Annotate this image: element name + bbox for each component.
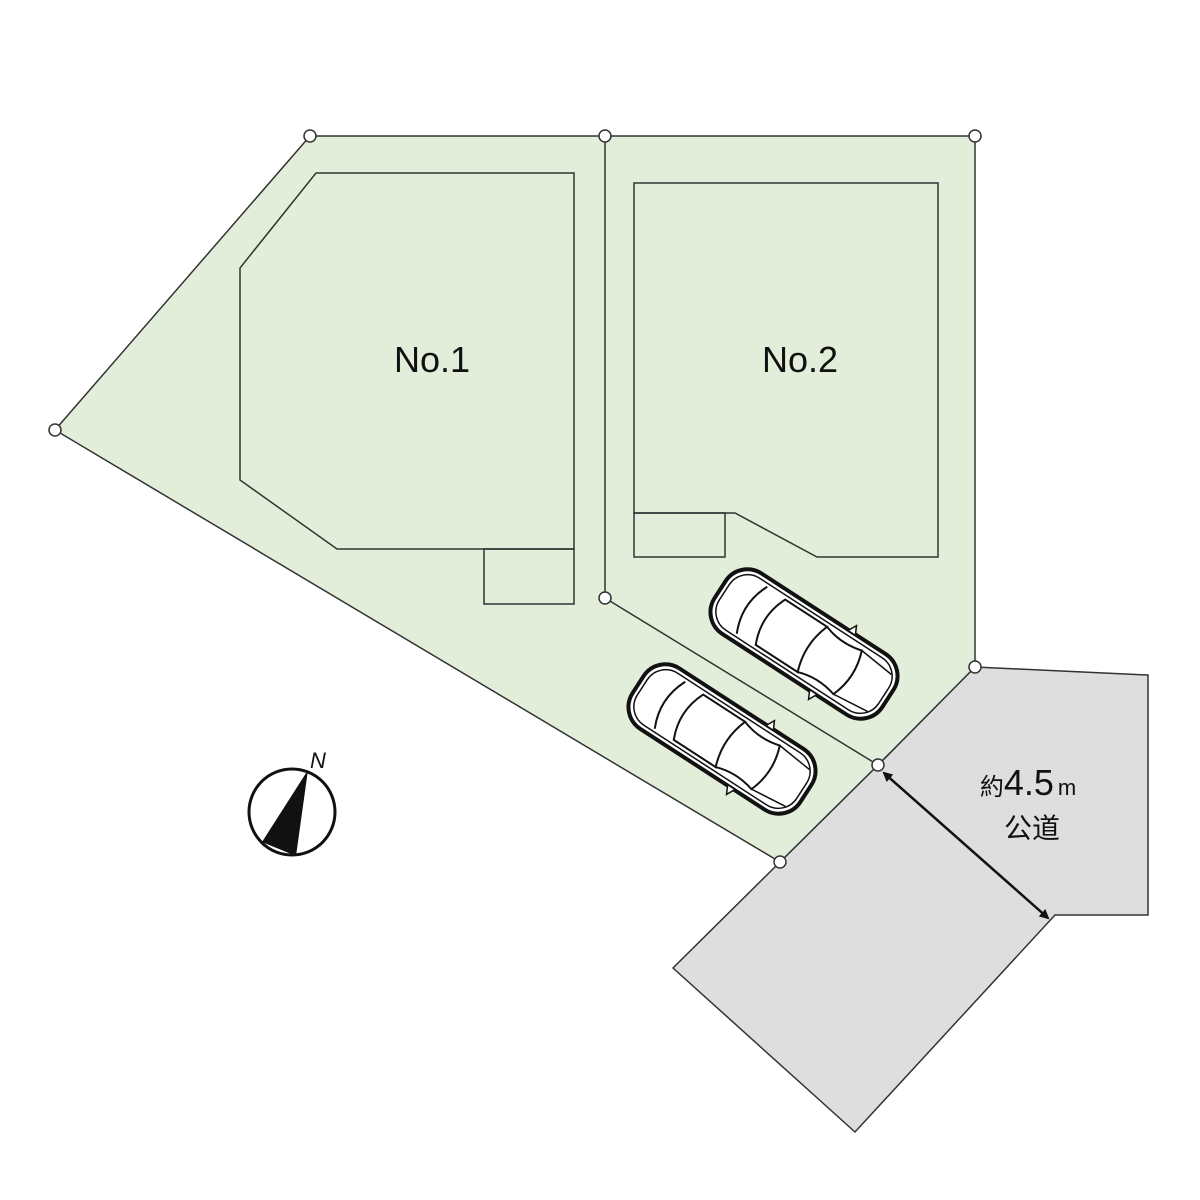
site-boundary — [53, 135, 976, 863]
house-no1-porch — [483, 548, 575, 605]
north-compass-icon: N — [247, 748, 337, 857]
road-type-label: 公道 — [1004, 813, 1060, 844]
boundary-markers — [48, 129, 982, 869]
road-width-arrow — [882, 771, 1050, 920]
house-no1 — [239, 172, 575, 550]
road-width-unit: m — [1058, 775, 1076, 800]
house-no2-porch — [633, 512, 726, 558]
svg-text:N: N — [310, 748, 326, 773]
lot-label-no2: No.2 — [762, 339, 838, 380]
road-width-value: 4.5 — [1004, 762, 1054, 803]
road-width-prefix: 約 — [980, 774, 1004, 801]
lot-label-no1: No.1 — [394, 339, 470, 380]
